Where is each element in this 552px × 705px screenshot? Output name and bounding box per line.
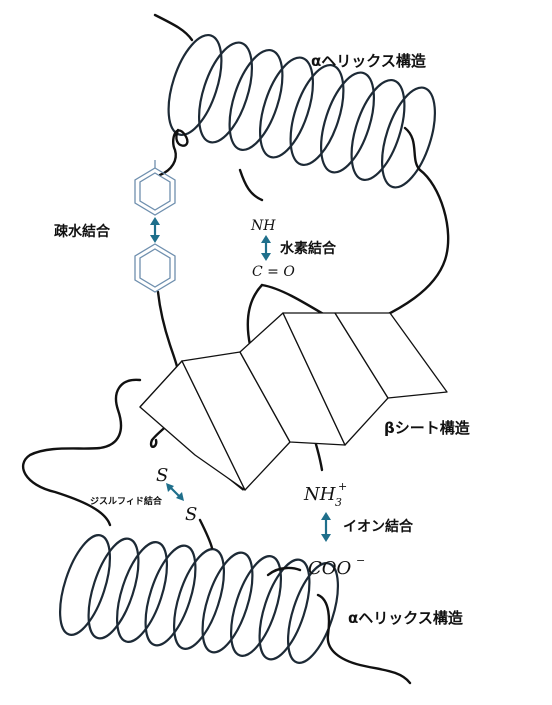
helix-bottom-label: αヘリックス構造 xyxy=(348,609,463,627)
hydrophobic-arrow xyxy=(150,217,160,243)
bottom-helix xyxy=(58,534,340,664)
sheet-label: βシート構造 xyxy=(384,419,470,437)
bottom-helix-coil xyxy=(201,551,254,654)
hydrophobic-label: 疎水結合 xyxy=(54,223,111,240)
ionic-arrow xyxy=(321,512,331,542)
co-label: C = O xyxy=(252,264,295,280)
bottom-helix-coil xyxy=(286,562,340,664)
top-helix-coil xyxy=(350,78,406,182)
nh-label: NH xyxy=(250,218,276,234)
s-top-label: S xyxy=(156,465,168,486)
nh3-subscript: 3 xyxy=(335,496,342,509)
top-helix-coil xyxy=(320,71,375,174)
sheet-fold-4 xyxy=(334,312,448,399)
bottom-helix-coil xyxy=(258,558,311,661)
top-helix-coil xyxy=(381,86,436,189)
coo-base: COO xyxy=(308,558,352,579)
s-bottom-label: S xyxy=(185,504,197,525)
benzene-ring-top xyxy=(134,167,176,216)
disulfide-arrow xyxy=(166,483,184,501)
bottom-helix-coil xyxy=(229,555,283,657)
top-helix xyxy=(167,33,436,189)
backbone-chain xyxy=(21,13,450,685)
nh3-base: NH xyxy=(303,484,336,505)
helix-top-label: αヘリックス構造 xyxy=(311,52,426,70)
top-helix-coil xyxy=(289,63,345,167)
hydrogen-arrow xyxy=(261,235,271,261)
top-helix-coil xyxy=(198,41,253,144)
bottom-helix-coil xyxy=(87,537,140,640)
top-helix-coil xyxy=(259,56,314,159)
benzene-ring-bottom xyxy=(134,243,176,293)
top-helix-coil xyxy=(228,48,284,152)
bottom-helix-coil xyxy=(115,541,169,643)
bottom-helix-coil xyxy=(172,548,226,650)
coo-group: COO − xyxy=(308,554,365,579)
beta-sheet xyxy=(139,312,448,491)
hydrogen-label: 水素結合 xyxy=(280,240,337,257)
coo-superscript: − xyxy=(356,554,365,567)
disulfide-label: ジスルフィド結合 xyxy=(90,495,163,507)
nh3-group: NH 3 + xyxy=(303,480,347,509)
nh3-superscript: + xyxy=(338,480,347,493)
top-helix-coil xyxy=(167,33,223,137)
bottom-helix-coil xyxy=(144,544,197,647)
ionic-label: イオン結合 xyxy=(343,518,414,535)
bottom-helix-coil xyxy=(58,534,112,636)
